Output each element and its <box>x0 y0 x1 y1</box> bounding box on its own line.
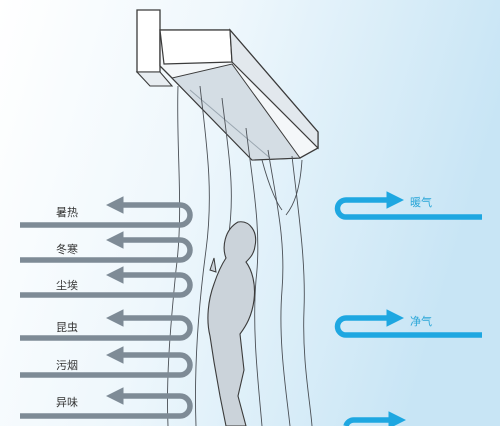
wall-bracket-bottom <box>135 71 174 87</box>
label-odor: 异味 <box>56 396 78 409</box>
label-clean-air: 净气 <box>410 315 432 328</box>
label-smoke: 污烟 <box>56 359 78 372</box>
air-curtain-unit <box>159 28 319 161</box>
label-warm-air: 暖气 <box>410 196 432 209</box>
label-dust: 尘埃 <box>56 279 78 292</box>
blocked-air-arrows <box>20 196 193 419</box>
person-silhouette-icon <box>207 221 257 426</box>
label-cold: 冬寒 <box>56 243 78 256</box>
wall-bracket <box>136 9 161 73</box>
label-heat: 暑热 <box>56 206 78 219</box>
inside-air-arrows <box>334 191 482 426</box>
label-insects: 昆虫 <box>56 321 78 334</box>
